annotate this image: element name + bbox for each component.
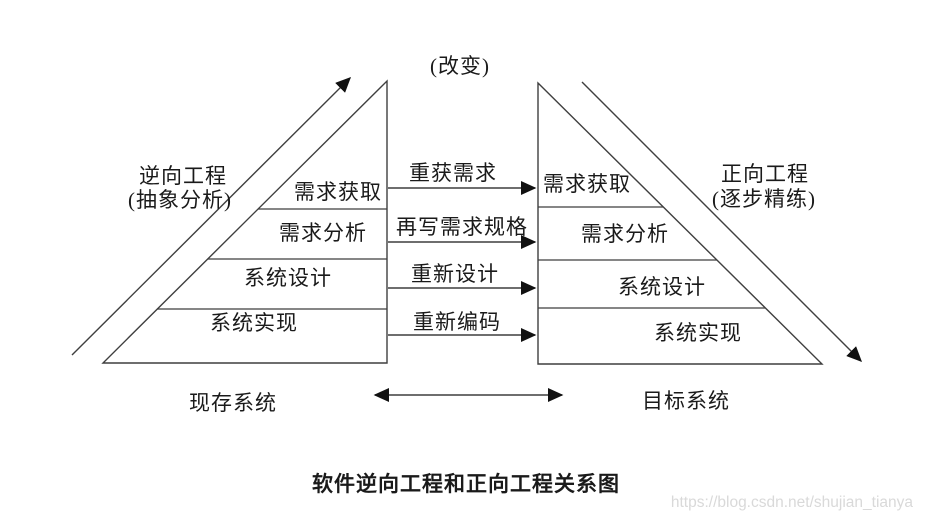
transform-arrow-label: 重新编码 (413, 310, 501, 334)
right-pyramid-layer-label: 系统设计 (618, 275, 706, 299)
right-pyramid-layer-label: 系统实现 (654, 321, 742, 345)
forward-engineering-sublabel: (逐步精练) (712, 187, 816, 211)
right-pyramid-layer-label: 需求分析 (581, 222, 669, 246)
target-system-label: 目标系统 (642, 389, 730, 413)
right-pyramid-outline (537, 81, 824, 365)
left-pyramid-layer-label: 系统设计 (244, 266, 332, 290)
forward-engineering-label: 正向工程 (721, 162, 809, 186)
left-pyramid-layer-label: 系统实现 (210, 311, 298, 335)
transform-arrow-label: 重新设计 (411, 262, 499, 286)
left-pyramid-outline (101, 79, 388, 364)
reverse-engineering-label: 逆向工程 (139, 164, 227, 188)
forward-engineering-arrow (581, 81, 862, 362)
transform-arrow-label: 重获需求 (409, 161, 497, 185)
right-pyramid-layer-label: 需求获取 (543, 172, 631, 196)
existing-system-label: 现存系统 (189, 391, 277, 415)
reverse-engineering-arrow (71, 77, 351, 356)
left-pyramid-layer-label: 需求获取 (294, 180, 382, 204)
reverse-engineering-sublabel: (抽象分析) (128, 188, 232, 212)
left-pyramid-layer-label: 需求分析 (279, 221, 367, 245)
change-label: (改变) (430, 54, 490, 78)
diagram-caption: 软件逆向工程和正向工程关系图 (312, 472, 620, 496)
watermark-text: https://blog.csdn.net/shujian_tianya (671, 494, 914, 511)
transform-arrow-label: 再写需求规格 (396, 215, 528, 239)
